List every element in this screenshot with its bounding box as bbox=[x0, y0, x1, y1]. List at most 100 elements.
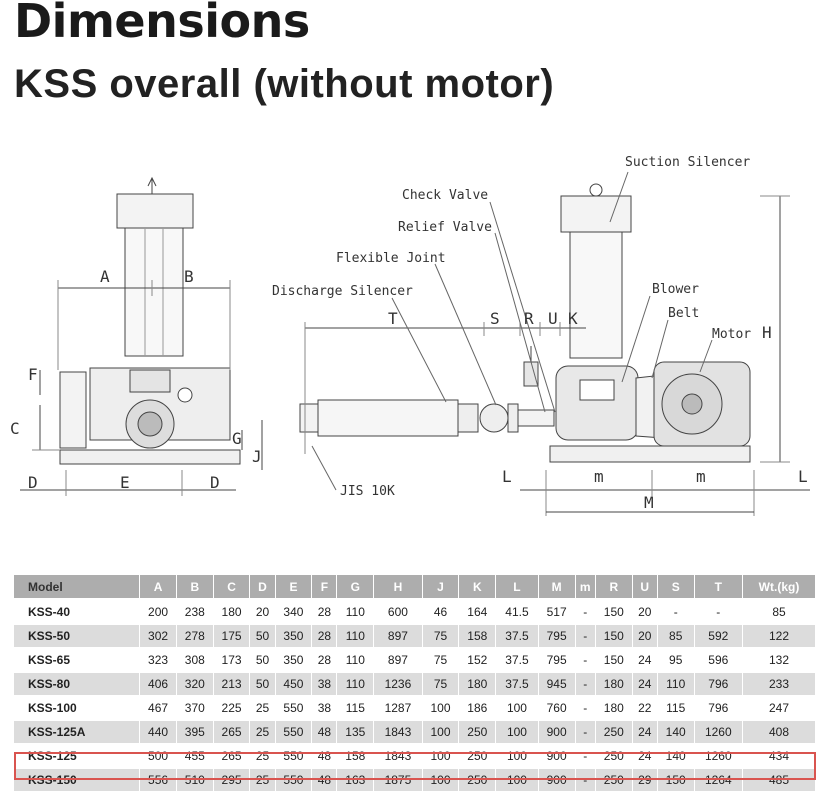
table-cell: 38 bbox=[311, 696, 338, 721]
table-cell: 135 bbox=[336, 720, 375, 745]
table-cell: 796 bbox=[694, 672, 744, 697]
table-cell: - bbox=[575, 768, 596, 793]
table-cell: 100 bbox=[422, 720, 460, 745]
table-cell: 945 bbox=[538, 672, 576, 697]
table-cell: 38 bbox=[311, 672, 338, 697]
dim-label-d-left: D bbox=[28, 473, 38, 492]
model-cell: KSS-40 bbox=[14, 599, 141, 625]
model-cell: KSS-65 bbox=[14, 648, 141, 673]
table-cell: - bbox=[575, 744, 596, 769]
table-cell: 1260 bbox=[694, 720, 744, 745]
table-cell: 250 bbox=[595, 720, 633, 745]
column-header-f: F bbox=[311, 575, 338, 601]
table-cell: 250 bbox=[458, 768, 497, 793]
table-cell: 265 bbox=[213, 720, 251, 745]
table-cell: 85 bbox=[657, 624, 695, 649]
table-cell: 25 bbox=[249, 696, 276, 721]
dim-label-s: S bbox=[490, 309, 500, 328]
callout-motor: Motor bbox=[712, 327, 751, 342]
column-header-wt-kg: Wt.(kg) bbox=[742, 575, 816, 601]
table-cell: 350 bbox=[275, 624, 313, 649]
column-header-a: A bbox=[139, 575, 177, 601]
table-cell: 48 bbox=[311, 720, 338, 745]
column-header-j: J bbox=[422, 575, 460, 601]
page-title: Dimensions bbox=[14, 0, 310, 48]
dim-label-m-small-2: m bbox=[696, 467, 706, 486]
table-cell: 75 bbox=[422, 624, 460, 649]
table-cell: 50 bbox=[249, 624, 276, 649]
table-cell: - bbox=[575, 648, 596, 673]
table-cell: 225 bbox=[213, 696, 251, 721]
table-cell: 395 bbox=[176, 720, 214, 745]
model-cell: KSS-100 bbox=[14, 696, 141, 721]
table-cell: 24 bbox=[632, 720, 658, 745]
table-cell: - bbox=[575, 720, 596, 745]
dim-label-b: B bbox=[184, 267, 194, 286]
model-cell: KSS-125A bbox=[14, 720, 141, 745]
table-cell: 795 bbox=[538, 648, 576, 673]
callout-discharge-silencer: Discharge Silencer bbox=[272, 284, 413, 299]
table-cell: 302 bbox=[139, 624, 177, 649]
table-cell: 250 bbox=[595, 744, 633, 769]
table-cell: 434 bbox=[742, 744, 816, 769]
table-cell: 550 bbox=[275, 768, 313, 793]
table-cell: 20 bbox=[632, 624, 658, 649]
column-header-m: M bbox=[538, 575, 576, 601]
table-cell: 22 bbox=[632, 696, 658, 721]
column-header-l: L bbox=[495, 575, 539, 601]
table-cell: 250 bbox=[458, 720, 497, 745]
table-cell: 100 bbox=[495, 768, 539, 793]
table-cell: - bbox=[694, 599, 744, 625]
table-cell: 450 bbox=[275, 672, 313, 697]
callout-flexible-joint: Flexible Joint bbox=[336, 251, 446, 266]
table-cell: 1843 bbox=[373, 720, 423, 745]
table-cell: 110 bbox=[336, 599, 375, 625]
table-cell: 186 bbox=[458, 696, 497, 721]
table-cell: 75 bbox=[422, 672, 460, 697]
column-header-d: D bbox=[249, 575, 276, 601]
column-header-s: S bbox=[657, 575, 695, 601]
table-cell: 323 bbox=[139, 648, 177, 673]
table-cell: 100 bbox=[422, 696, 460, 721]
table-cell: 85 bbox=[742, 599, 816, 625]
table-cell: 150 bbox=[595, 648, 633, 673]
table-cell: 1843 bbox=[373, 744, 423, 769]
table-cell: 115 bbox=[336, 696, 375, 721]
table-cell: 1264 bbox=[694, 768, 744, 793]
table-cell: 140 bbox=[657, 744, 695, 769]
callout-jis-10k: JIS 10K bbox=[340, 484, 395, 499]
table-cell: 37.5 bbox=[495, 648, 539, 673]
table-cell: 140 bbox=[657, 720, 695, 745]
table-cell: 900 bbox=[538, 768, 576, 793]
table-cell: - bbox=[575, 599, 596, 625]
table-cell: 485 bbox=[742, 768, 816, 793]
table-cell: 163 bbox=[336, 768, 375, 793]
table-cell: 180 bbox=[458, 672, 497, 697]
table-cell: 265 bbox=[213, 744, 251, 769]
column-header-model: Model bbox=[14, 575, 141, 601]
model-cell: KSS-125 bbox=[14, 744, 141, 769]
dim-label-u: U bbox=[548, 309, 558, 328]
dimension-drawing: A B C D E D F G J T S R U K H L m m L M … bbox=[10, 155, 810, 516]
table-cell: 158 bbox=[336, 744, 375, 769]
callout-check-valve: Check Valve bbox=[402, 188, 488, 203]
table-cell: 100 bbox=[495, 744, 539, 769]
column-header-c: C bbox=[213, 575, 251, 601]
table-cell: 150 bbox=[595, 624, 633, 649]
table-cell: 28 bbox=[311, 648, 338, 673]
table-cell: 180 bbox=[595, 672, 633, 697]
column-header-e: E bbox=[275, 575, 313, 601]
dim-label-l-right: L bbox=[798, 467, 808, 486]
table-cell: 20 bbox=[249, 599, 276, 625]
dim-label-g: G bbox=[232, 429, 242, 448]
column-header-u: U bbox=[632, 575, 658, 601]
table-cell: 233 bbox=[742, 672, 816, 697]
table-cell: 340 bbox=[275, 599, 313, 625]
table-cell: 308 bbox=[176, 648, 214, 673]
table-cell: 550 bbox=[275, 720, 313, 745]
